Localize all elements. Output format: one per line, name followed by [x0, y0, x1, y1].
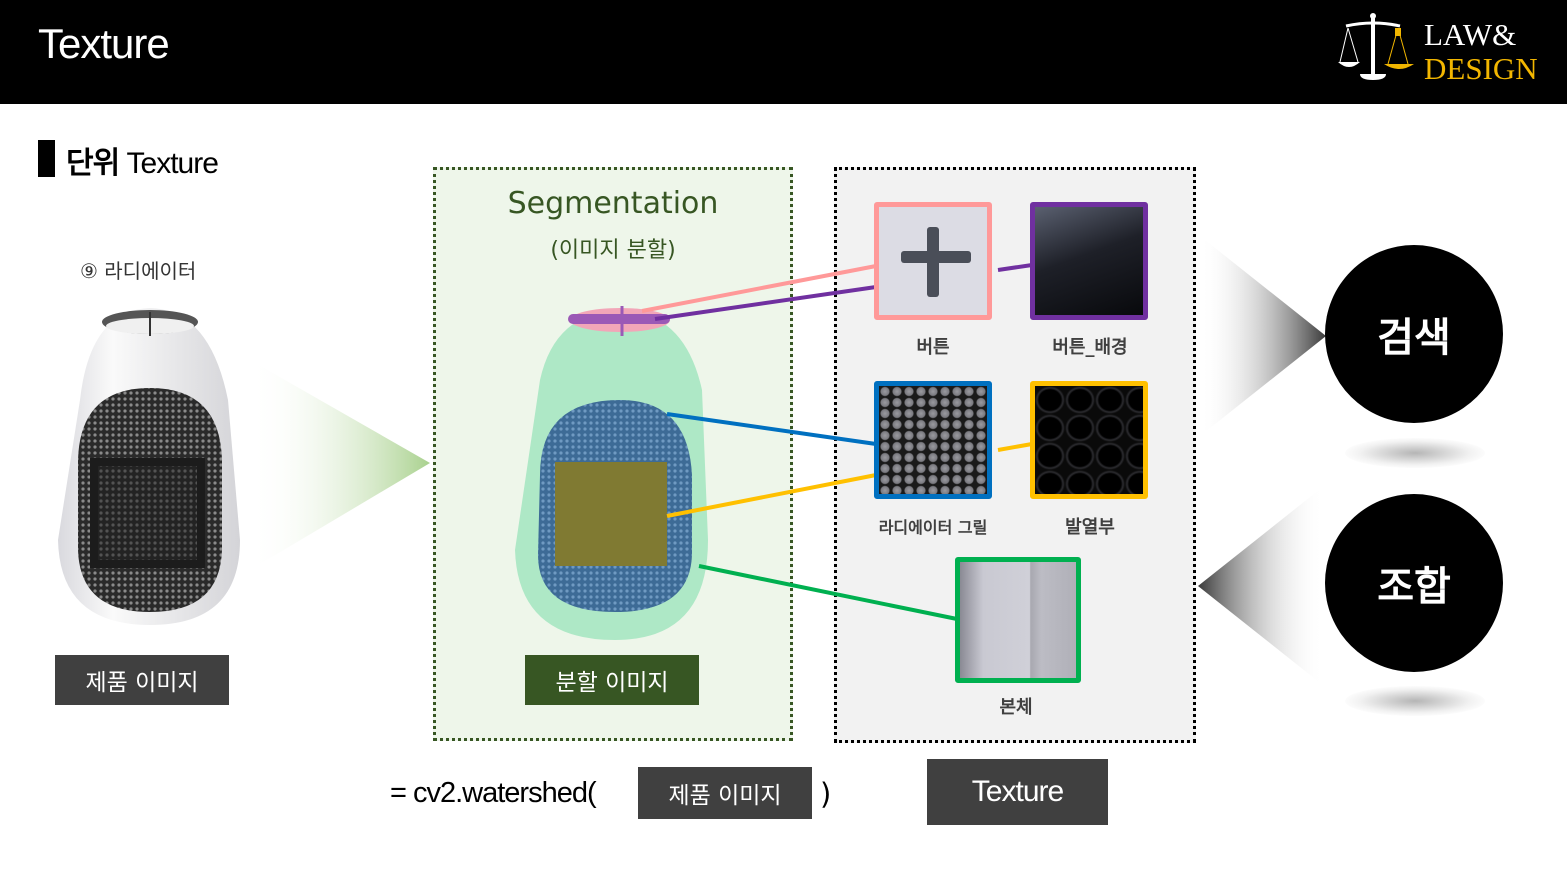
combine-circle-shadow: [1345, 686, 1485, 716]
formula-closing-paren: ): [820, 777, 832, 811]
header-bar: [0, 0, 1567, 104]
product-image: [58, 308, 240, 625]
texture-label-button-background: 버튼_배경: [1052, 337, 1128, 358]
texture-swatch-radiator-grill[interactable]: [874, 381, 992, 499]
plus-icon: [901, 227, 971, 297]
scales-of-justice-icon: [1338, 13, 1414, 80]
texture-button[interactable]: Texture: [927, 759, 1108, 825]
section-title-bold: 단위: [66, 147, 120, 180]
formula-argument-button[interactable]: 제품 이미지: [638, 767, 812, 819]
segmentation-subtitle: (이미지 분할): [550, 238, 676, 263]
section-title: 단위 Texture: [66, 138, 219, 182]
texture-swatch-heating-part[interactable]: [1030, 381, 1148, 499]
product-label: ⑨ 라디에이터: [80, 259, 197, 283]
combine-circle-button[interactable]: 조합: [1325, 494, 1503, 672]
logo-text-law: LAW&: [1424, 17, 1517, 52]
page-title: Texture: [38, 20, 170, 67]
logo-text-design: DESIGN: [1424, 51, 1538, 86]
segmentation-title: Segmentation: [507, 186, 719, 221]
texture-swatch-body[interactable]: [955, 557, 1081, 683]
formula-text: = cv2.watershed(: [390, 777, 597, 809]
section-marker: [38, 140, 55, 177]
texture-label-button: 버튼: [916, 337, 950, 358]
arrow-to-segmentation: [250, 360, 430, 570]
texture-label-radiator-grill: 라디에이터 그릴: [878, 518, 988, 537]
search-circle-button[interactable]: 검색: [1325, 245, 1503, 423]
segmented-image-button[interactable]: 분할 이미지: [525, 655, 699, 705]
texture-swatch-button[interactable]: [874, 202, 992, 320]
section-title-rest: Texture: [119, 147, 219, 180]
arrow-from-combine: [1198, 486, 1324, 686]
segmented-image: [515, 306, 708, 640]
texture-swatch-button-background[interactable]: [1030, 202, 1148, 320]
texture-label-heating-part: 발열부: [1065, 517, 1115, 538]
arrow-to-search: [1200, 236, 1326, 436]
texture-label-body: 본체: [999, 697, 1033, 718]
product-image-button[interactable]: 제품 이미지: [55, 655, 229, 705]
search-circle-shadow: [1345, 438, 1485, 468]
